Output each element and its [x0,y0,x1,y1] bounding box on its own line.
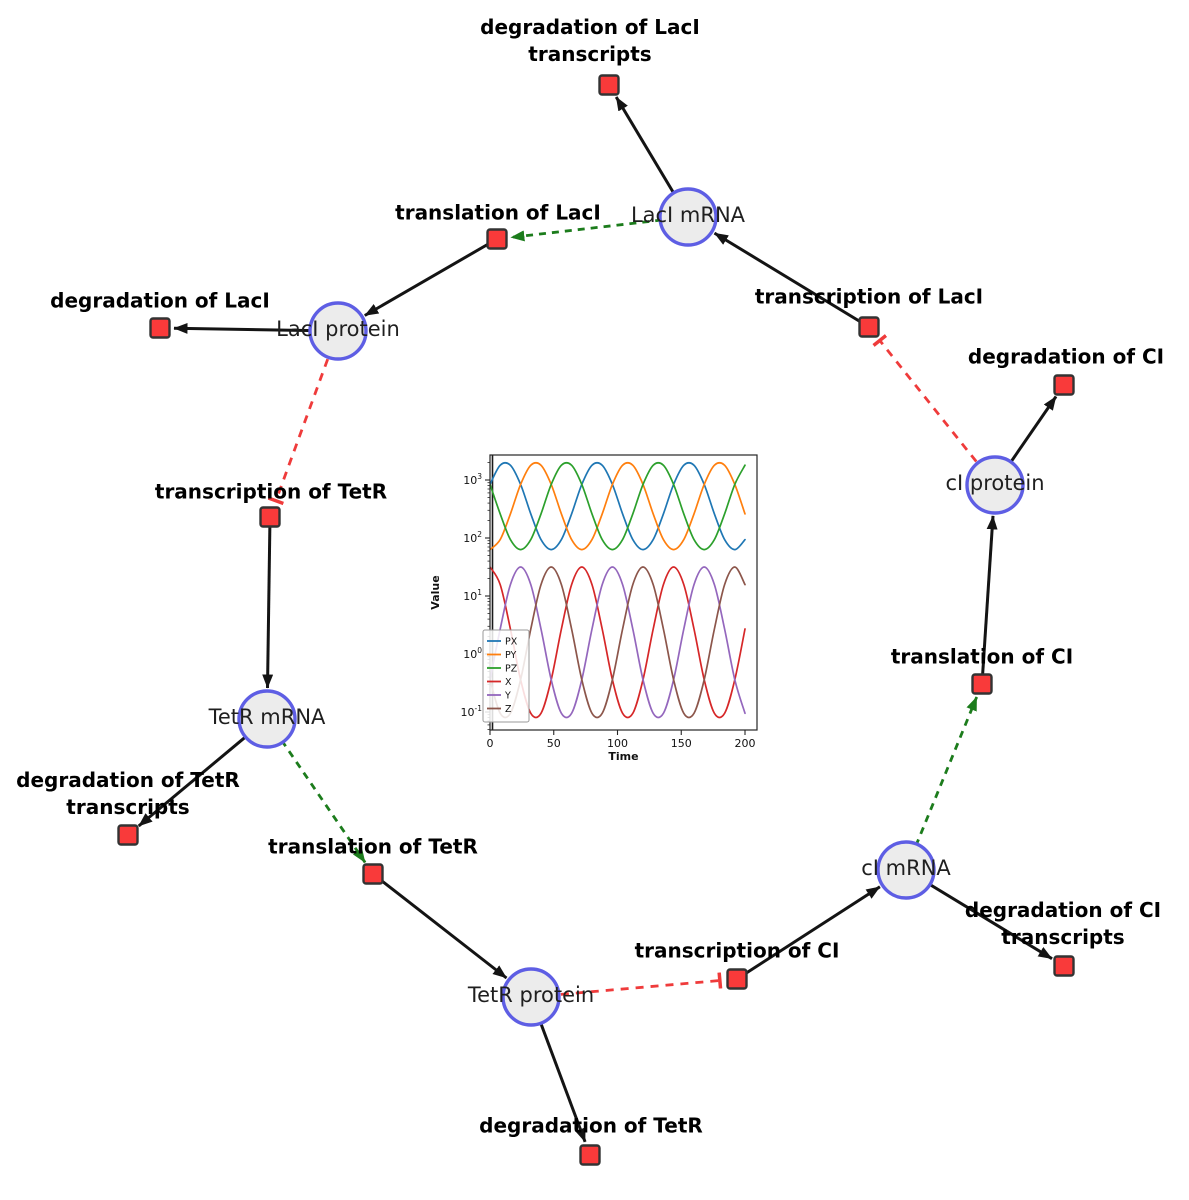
reaction-node-deg-laci[interactable] [149,317,171,339]
x-tick-label: 50 [547,737,561,750]
edge-inhibition-laci-protein-to-transcription-tetr [267,330,340,506]
edge-production-transcription-laci-to-laci-mrna [713,231,870,329]
series-line-X [490,566,746,719]
series-line-PZ [490,461,746,551]
series-line-PX [490,461,746,551]
species-node-ci-mrna[interactable] [876,840,936,900]
edge-activation-ci-mrna-to-translation-ci [904,696,978,871]
legend-label: PZ [505,664,518,675]
x-tick-label: 200 [735,737,756,750]
species-node-tetr-protein[interactable] [501,967,561,1027]
edge-inhibition-tetr-protein-to-transcription-ci [530,972,723,999]
reaction-node-translation-ci[interactable] [971,673,993,695]
x-tick-label: 0 [487,737,494,750]
legend-label: PY [505,650,517,661]
legend-label: Y [504,691,511,702]
reaction-node-deg-laci-tx[interactable] [598,74,620,96]
edge-production-transcription-tetr-to-tetr-mrna [262,516,274,689]
series-line-Y [490,566,746,719]
y-tick-label: 100 [463,646,482,661]
reaction-node-deg-ci[interactable] [1053,374,1075,396]
edge-inhibition-ci-protein-to-transcription-laci [872,334,997,486]
reaction-node-transcription-tetr[interactable] [259,506,281,528]
reaction-node-deg-tetr[interactable] [579,1144,601,1166]
species-node-laci-protein[interactable] [308,301,368,361]
edge-production-translation-ci-to-ci-protein [980,515,998,685]
edge-production-translation-tetr-to-tetr-protein [372,872,508,980]
x-axis-label: Time [608,750,638,760]
edge-activation-laci-mrna-to-translation-laci [510,215,689,242]
x-tick-label: 100 [607,737,628,750]
reaction-node-deg-ci-tx[interactable] [1053,955,1075,977]
y-tick-label: 101 [463,588,482,603]
series-line-Z [490,566,746,719]
species-node-tetr-mrna[interactable] [237,689,297,749]
reaction-node-deg-tetr-tx[interactable] [117,824,139,846]
edge-production-translation-laci-to-laci-protein [364,237,498,317]
edge-production-transcription-ci-to-ci-mrna [736,885,881,981]
y-tick-label: 102 [463,530,482,545]
legend-label: X [505,677,512,688]
y-tick-label: 10-1 [461,704,483,719]
reaction-node-transcription-laci[interactable] [858,316,880,338]
species-node-laci-mrna[interactable] [658,187,718,247]
legend-label: PX [505,637,518,648]
reaction-node-translation-tetr[interactable] [362,863,384,885]
species-node-ci-protein[interactable] [965,455,1025,515]
x-tick-label: 150 [671,737,692,750]
reaction-node-transcription-ci[interactable] [726,968,748,990]
chart-legend: PX PY PZ XYZ [482,629,530,723]
y-axis-label: Value [429,575,442,609]
series-line-PY [490,461,746,551]
y-tick-label: 103 [463,472,482,487]
reaction-node-translation-laci[interactable] [486,228,508,250]
legend-label: Z [505,704,512,715]
